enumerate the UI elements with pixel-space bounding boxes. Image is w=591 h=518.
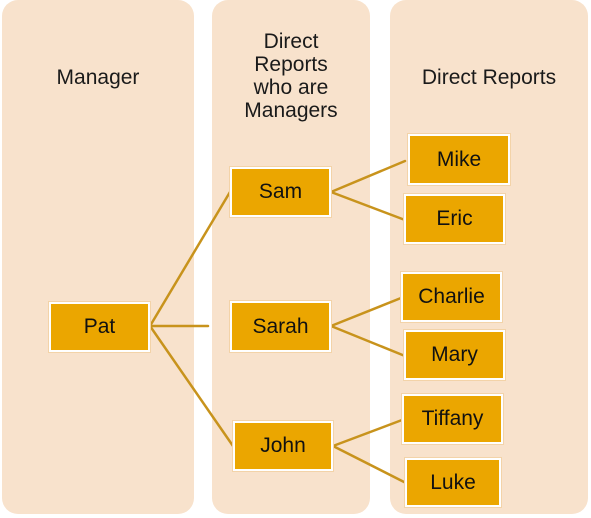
manager-column: Manager bbox=[2, 0, 194, 514]
node-luke: Luke bbox=[405, 458, 501, 507]
node-mary: Mary bbox=[404, 330, 505, 380]
node-charlie: Charlie bbox=[401, 272, 502, 322]
title-line: who are bbox=[253, 76, 329, 99]
node-mike: Mike bbox=[408, 134, 510, 185]
connector-pat-john bbox=[148, 324, 235, 448]
connector-john-luke bbox=[331, 444, 408, 485]
title-line: Managers bbox=[244, 99, 338, 122]
title-line: Reports bbox=[254, 53, 328, 76]
direct-reports-managers-column-title: Direct Reports who are Managers bbox=[212, 30, 370, 122]
direct-reports-column-title: Direct Reports bbox=[421, 66, 557, 89]
node-pat: Pat bbox=[49, 302, 150, 352]
title-line: Direct bbox=[263, 30, 319, 53]
connector-pat-sam bbox=[148, 190, 232, 328]
node-john: John bbox=[233, 421, 333, 471]
connector-john-tiffany bbox=[331, 418, 404, 448]
manager-column-title: Manager bbox=[56, 66, 140, 89]
connector-sam-eric bbox=[329, 190, 407, 222]
node-sam: Sam bbox=[230, 167, 331, 217]
connector-sarah-charlie bbox=[329, 296, 403, 328]
node-tiffany: Tiffany bbox=[402, 394, 503, 444]
connector-sam-mike bbox=[329, 159, 407, 194]
node-eric: Eric bbox=[404, 194, 505, 244]
connector-sarah-mary bbox=[329, 324, 407, 358]
node-sarah: Sarah bbox=[230, 301, 331, 352]
